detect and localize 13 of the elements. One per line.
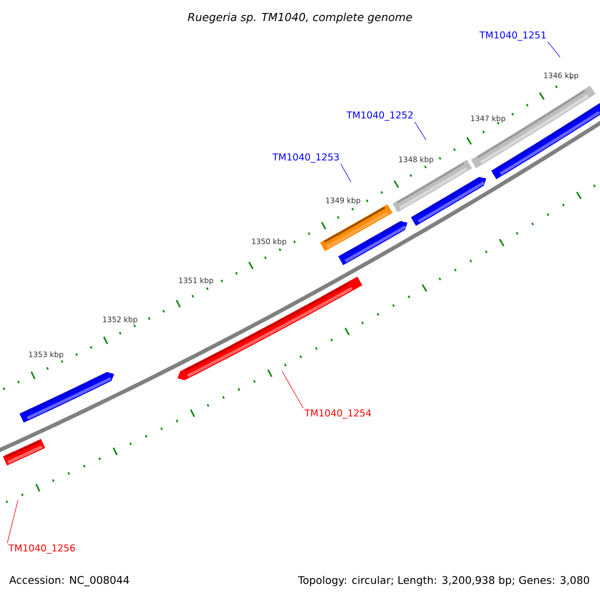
gene-label: TM1040_1252 — [346, 111, 413, 121]
gene-label: TM1040_1256 — [8, 544, 75, 554]
gene-label: TM1040_1253 — [272, 153, 339, 163]
leader-line — [282, 370, 304, 408]
footer-text: Accession: NC_008044 — [9, 576, 130, 586]
leader-line — [6, 500, 18, 544]
leader-line — [340, 164, 352, 182]
footer-text: Topology: circular; Length: 3,200,938 bp; Genes: 3,080 — [298, 576, 590, 586]
title: Ruegeria sp. TM1040, complete genome — [188, 12, 412, 24]
leader-line — [414, 122, 426, 140]
leader-line — [547, 42, 560, 58]
gene-label: TM1040_1254 — [304, 409, 372, 419]
gene-label: TM1040_1251 — [479, 31, 546, 41]
